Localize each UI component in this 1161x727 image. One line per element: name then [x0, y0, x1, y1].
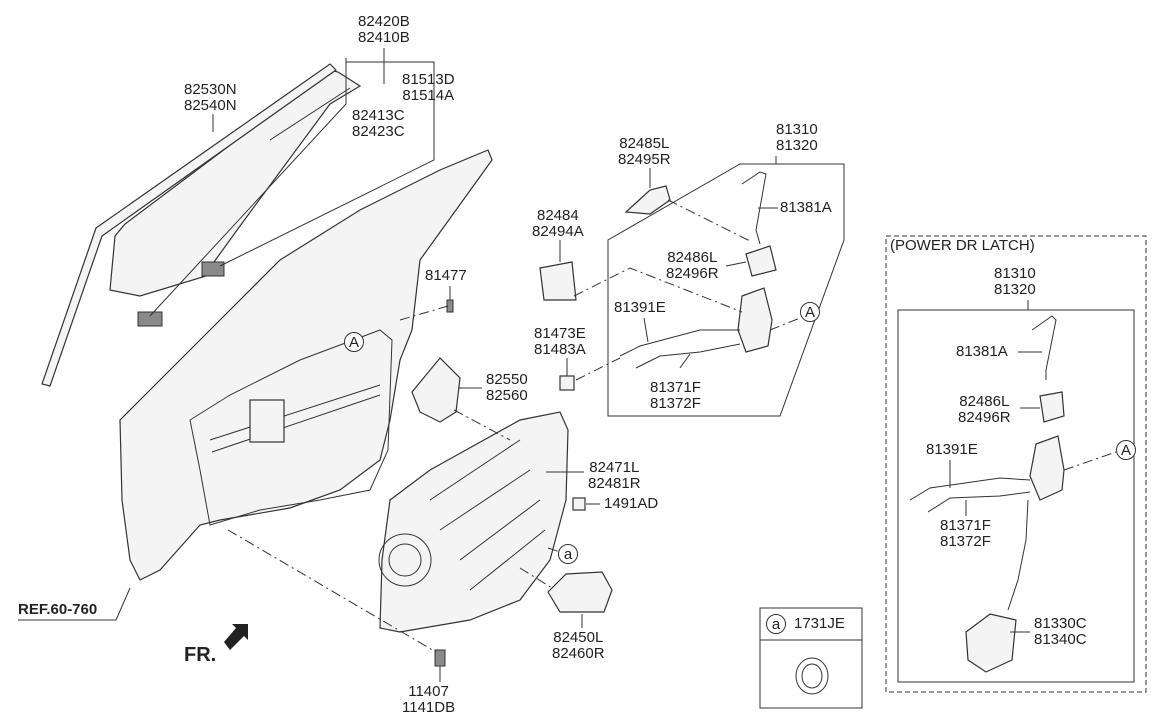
label-fr: FR. [184, 644, 217, 666]
leader-82486 [725, 261, 747, 267]
marker-A-power: A [1116, 440, 1136, 460]
front-arrow-icon [224, 624, 248, 650]
latch-bracket-82484 [539, 261, 577, 301]
marker-a-module: a [558, 544, 578, 564]
door-latch [737, 287, 773, 353]
box-81310-bracket [607, 156, 845, 417]
dash-line-motor [519, 567, 553, 589]
door-module-panel [379, 411, 569, 633]
label-81391E-right: 81391E [926, 441, 978, 458]
bracket-81473E [559, 375, 575, 391]
glass-bracket-lower [137, 311, 163, 327]
cable-81391E-power [909, 477, 1031, 501]
power-latch-dashed-box [885, 235, 1147, 693]
cable-81371F [635, 343, 741, 369]
power-latch-inner-box [897, 309, 1135, 683]
leader-ref [18, 587, 131, 621]
module-bracket-82550 [411, 357, 461, 423]
dash-line-A [769, 317, 801, 331]
glass-bracket-upper [201, 261, 225, 277]
label-81391E-left: 81391E [614, 299, 666, 316]
rod-81381A [741, 171, 767, 245]
leader-81391E [643, 317, 649, 343]
label-81381A-right: 81381A [956, 343, 1008, 360]
cable-81371F-power [927, 491, 1031, 513]
leader-81371F [679, 353, 691, 369]
actuator-82486-power [1039, 391, 1065, 423]
dash-line-power-A [1063, 451, 1117, 471]
door-glass [109, 69, 362, 297]
legend-box [759, 607, 863, 709]
label-ref: REF.60-760 [18, 601, 98, 618]
rod-81381A-power [1031, 315, 1057, 380]
dash-line-bracket [573, 267, 743, 313]
dash-line-81477 [399, 305, 449, 321]
window-motor [547, 571, 613, 613]
actuator-82486 [745, 245, 777, 277]
dash-line-81473 [575, 357, 621, 381]
glass-inner-line [269, 87, 351, 141]
label-1491AD: 1491AD [604, 495, 659, 512]
power-actuator-81330C [965, 613, 1017, 673]
dash-line-a [547, 547, 561, 553]
label-power-latch-title: (POWER DR LATCH) [890, 237, 1035, 254]
grommet-1731JE [795, 657, 829, 695]
dash-line-handle [667, 199, 753, 243]
speaker-hole [378, 533, 432, 587]
marker-A-latch: A [800, 302, 820, 322]
bolt-11407 [434, 649, 446, 667]
speaker-hole-inner [388, 543, 422, 577]
marker-A-door: A [344, 332, 364, 352]
label-81477: 81477 [425, 267, 467, 284]
grommet-1731JE-inner [801, 663, 823, 689]
dash-line-module [453, 409, 511, 441]
marker-a-legend: a [766, 614, 786, 634]
glass-run-channel [41, 63, 337, 387]
clip-1491AD [572, 497, 586, 511]
outside-handle-bracket [624, 185, 671, 215]
label-81381A-left: 81381A [780, 199, 832, 216]
door-latch-power [1029, 435, 1065, 501]
dash-line-bolt [227, 529, 437, 653]
label-legend-code: 1731JE [794, 615, 845, 632]
regulator-rails [429, 439, 546, 591]
door-inner-opening [189, 329, 393, 526]
leader-82420 [149, 48, 435, 317]
power-cable-down [1007, 499, 1029, 611]
door-beam [209, 384, 381, 453]
cable-81391E [619, 329, 740, 357]
door-hinge-bracket [249, 399, 285, 443]
door-frame [119, 149, 493, 581]
